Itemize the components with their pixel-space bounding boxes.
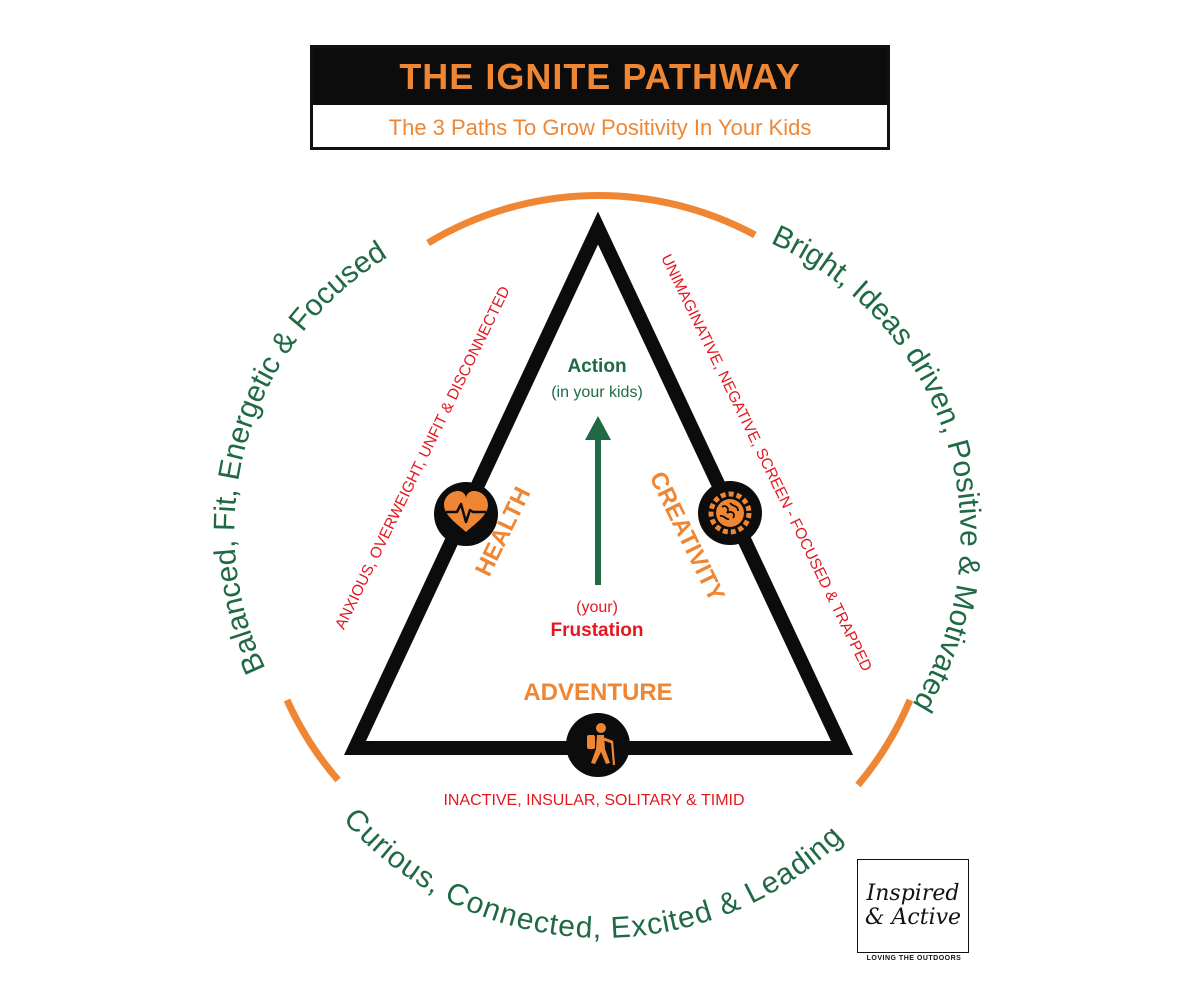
title-bar: THE IGNITE PATHWAY [313,48,887,105]
action-label: Action [567,356,626,377]
title-box: THE IGNITE PATHWAY The 3 Paths To Grow P… [310,45,890,150]
brain-gear-icon [698,481,762,545]
frustration-label: Frustation [551,620,644,641]
outer-ring [283,192,914,788]
brand-logo: Inspired & Active LOVING THE OUTDOORS [857,859,971,967]
logo-line-1: Inspired [866,881,960,906]
logo-tagline: LOVING THE OUTDOORS [866,955,962,962]
logo-box: Inspired & Active [857,859,969,953]
ring-segment-top [426,192,757,246]
problem-adventure-text: INACTIVE, INSULAR, SOLITARY & TIMID [443,792,744,809]
logo-line-2: & Active [864,905,962,930]
page-subtitle: The 3 Paths To Grow Positivity In Your K… [388,115,812,140]
problem-creativity-text: UNIMAGINATIVE, NEGATIVE, SCREEN - FOCUSE… [657,252,875,674]
outcome-health-text: Balanced, Fit, Energetic & Focused [208,235,392,679]
action-sub-label: (in your kids) [551,384,643,401]
heart-pulse-icon [434,482,498,546]
ring-segment-right [855,698,914,788]
hiker-icon [566,713,630,777]
path-adventure-label: ADVENTURE [523,679,672,706]
action-arrow [585,416,611,585]
frustration-pre-label: (your) [576,599,618,616]
page-title: THE IGNITE PATHWAY [399,55,801,97]
ring-segment-left [283,698,341,783]
outcome-adventure-text: Curious, Connected, Excited & Leading [337,802,849,945]
